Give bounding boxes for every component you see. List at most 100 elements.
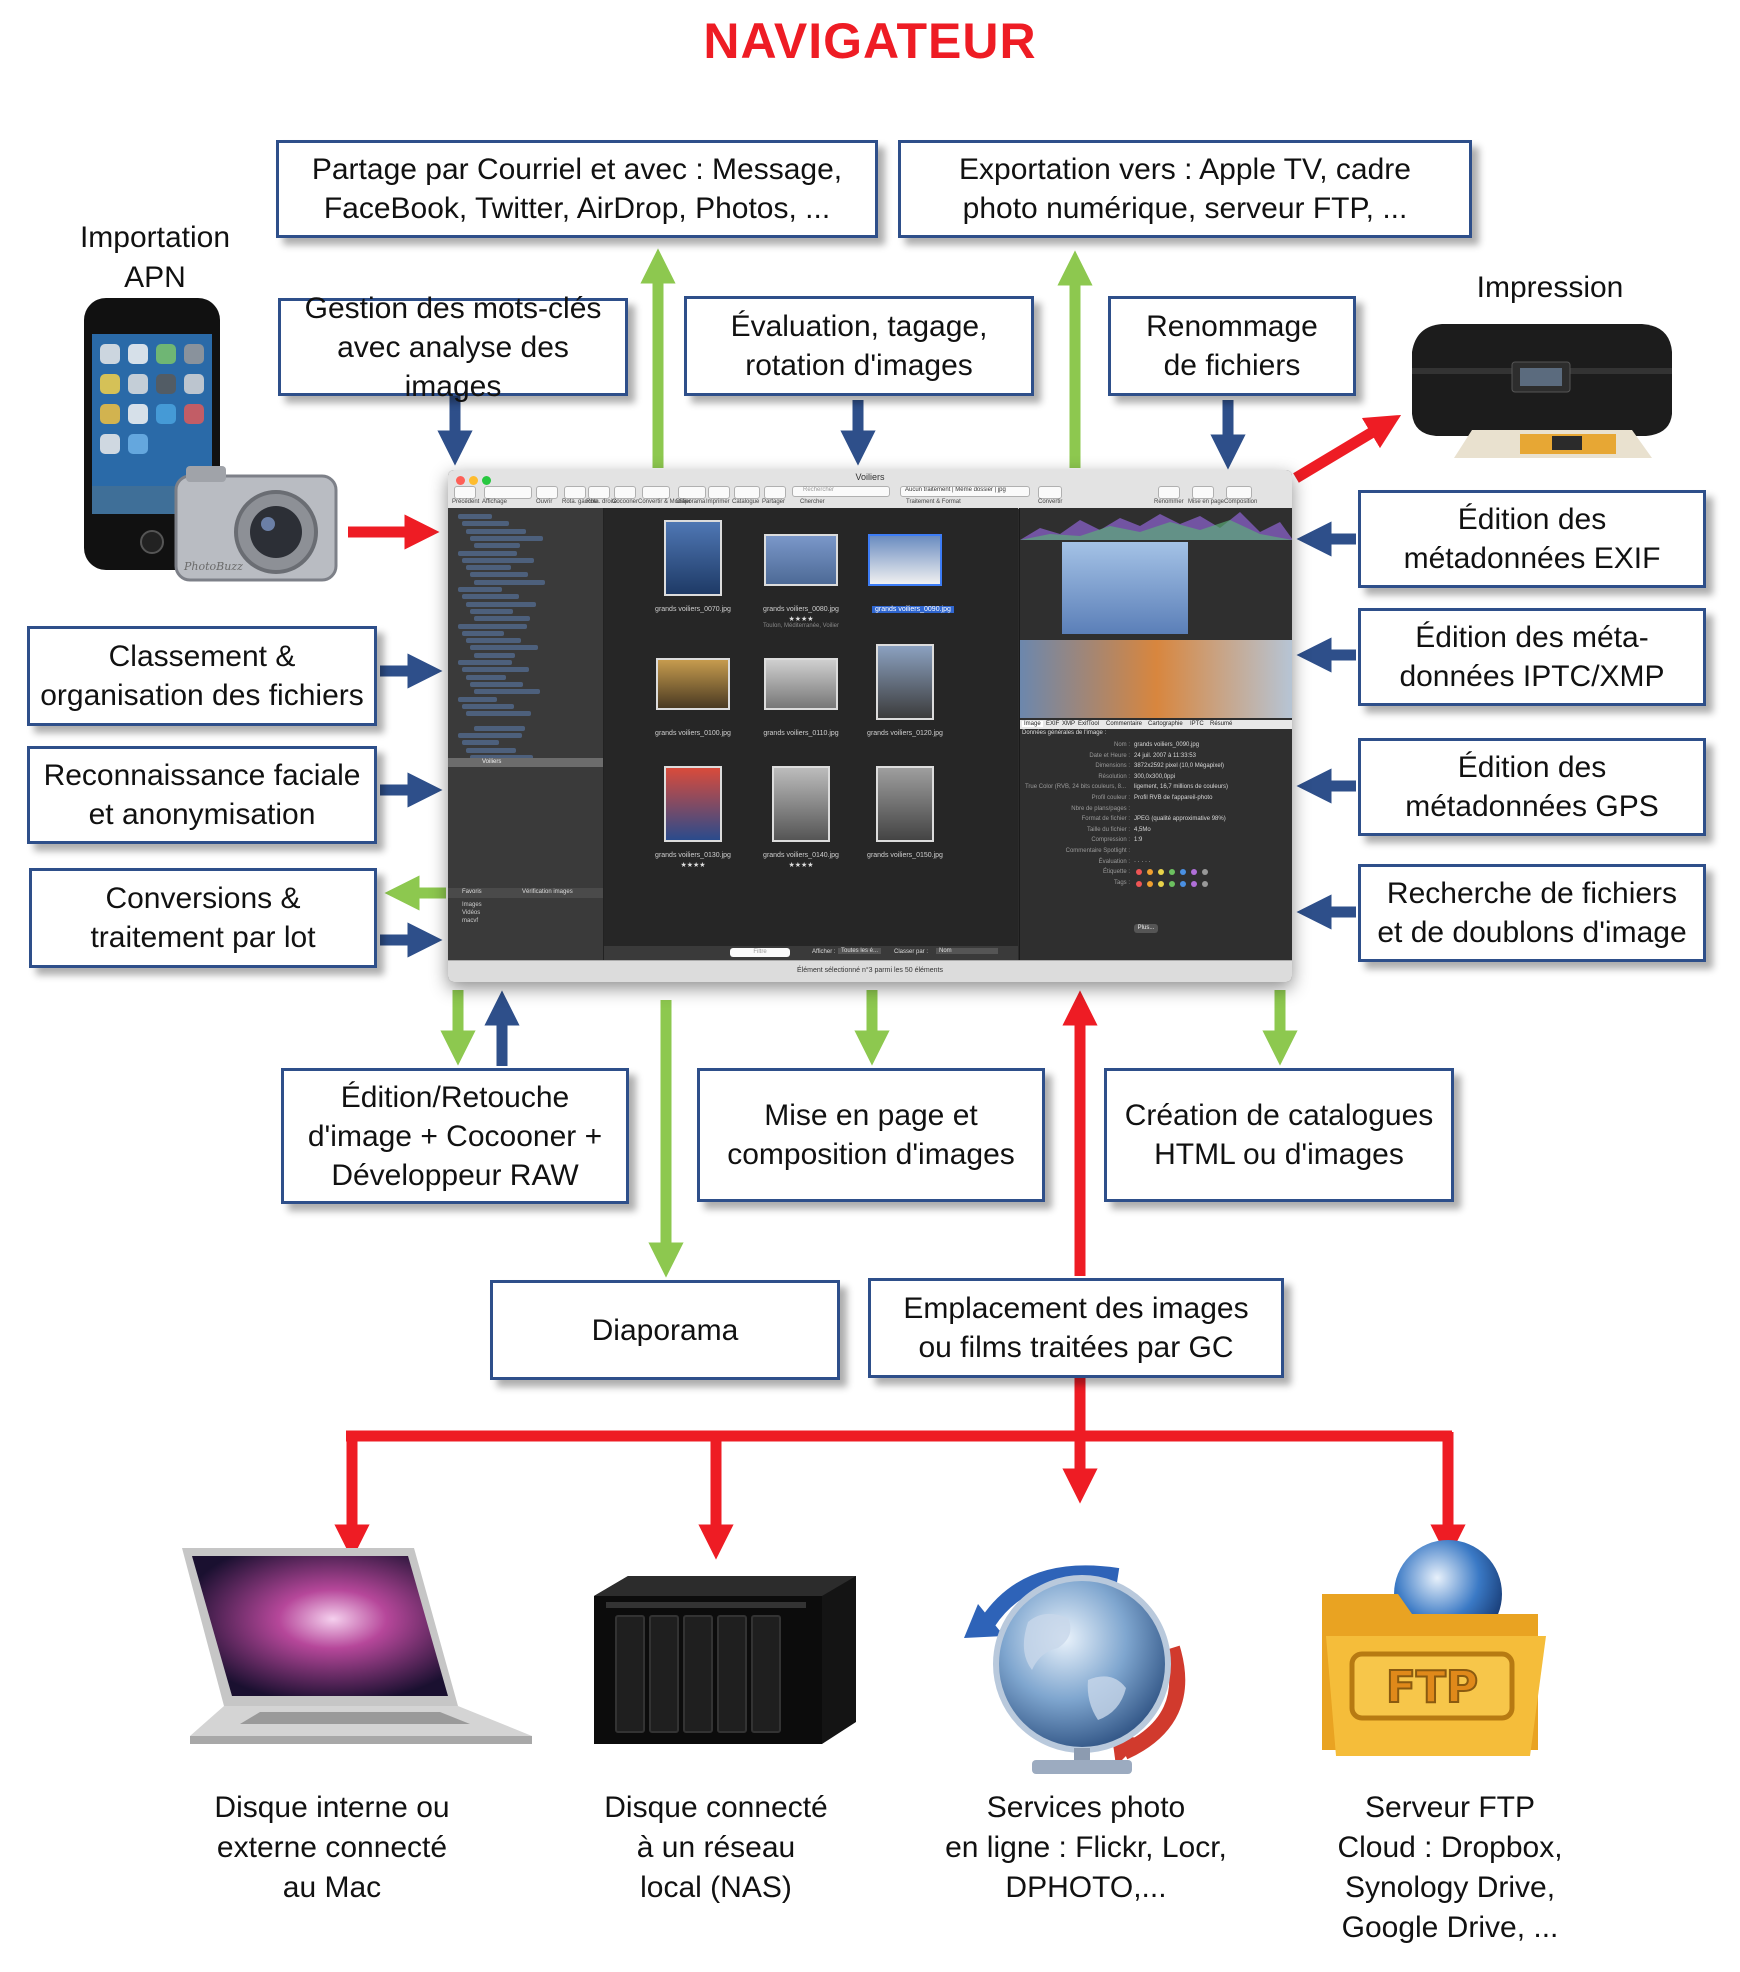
close-icon[interactable] [456, 476, 465, 485]
sidebar-folder[interactable] [462, 594, 519, 600]
sidebar-folder[interactable] [458, 550, 517, 556]
metadata-value[interactable]: 24 juil. 2007 à 11:33:53 [1134, 752, 1196, 759]
color-label-dot[interactable] [1169, 881, 1175, 887]
inspector-tab[interactable]: ExifTool [1078, 721, 1100, 727]
sidebar-folder[interactable] [458, 587, 502, 592]
color-label-dot[interactable] [1202, 881, 1208, 887]
thumbnail-image[interactable] [764, 658, 838, 710]
inspector-tab[interactable]: XMP [1062, 721, 1076, 727]
thumbnail-image[interactable] [868, 534, 942, 586]
color-label-dot[interactable] [1202, 869, 1208, 875]
metadata-value[interactable]: 1:9 [1134, 837, 1143, 844]
color-label-dot[interactable] [1136, 869, 1142, 875]
filter-field[interactable]: Filtre [730, 948, 790, 957]
sidebar-folder[interactable] [466, 528, 526, 534]
traitement-select[interactable]: Aucun traitement | Même dossier | jpg [900, 486, 1030, 497]
catalog-button[interactable] [734, 486, 760, 499]
afficher-select[interactable]: Toutes les é... [838, 948, 882, 954]
thumbnail-image[interactable] [772, 766, 830, 842]
color-label-dot[interactable] [1147, 869, 1153, 875]
color-label-dot[interactable] [1169, 869, 1175, 875]
sidebar-folder[interactable] [470, 681, 523, 687]
color-label-dot[interactable] [1136, 881, 1142, 887]
metadata-value[interactable]: 4,5Mo [1134, 826, 1151, 833]
inspector-tab[interactable]: Commentaire [1106, 721, 1143, 727]
sidebar-folder[interactable] [470, 608, 513, 614]
tab-verification[interactable]: Vérification images [522, 889, 573, 895]
metadata-value[interactable]: 300,0x300,0ppi [1134, 773, 1176, 780]
sidebar-folder[interactable] [462, 557, 534, 563]
sidebar-folder[interactable] [458, 514, 492, 519]
color-label-dot[interactable] [1158, 869, 1164, 875]
color-label-dot[interactable] [1191, 881, 1197, 887]
color-label-dot[interactable] [1191, 869, 1197, 875]
print-button[interactable] [708, 486, 730, 499]
thumbnail-image[interactable] [664, 520, 722, 596]
sidebar-folder[interactable] [474, 725, 525, 731]
sidebar-folder[interactable] [458, 733, 522, 738]
metadata-value[interactable]: ligement, 16,7 millions de couleurs) [1134, 784, 1229, 791]
color-label-dot[interactable] [1158, 881, 1164, 887]
convert-button[interactable] [642, 486, 670, 499]
sidebar-folder[interactable] [466, 601, 536, 607]
sidebar-folder[interactable] [462, 521, 509, 527]
metadata-value[interactable]: JPEG (qualité approximative 98%) [1134, 816, 1226, 823]
sidebar-folder[interactable] [462, 667, 529, 673]
color-label-dot[interactable] [1180, 869, 1186, 875]
sidebar-folder[interactable] [458, 660, 512, 665]
favorite-videos[interactable]: Vidéos [462, 910, 481, 916]
rename-button[interactable] [1158, 486, 1180, 499]
sidebar-folder[interactable] [470, 572, 528, 578]
convertir-button[interactable] [1038, 486, 1062, 499]
sidebar-folder[interactable] [462, 740, 499, 746]
sidebar-folder[interactable] [470, 645, 538, 651]
sidebar-folder[interactable] [466, 638, 521, 644]
layout-button[interactable] [1192, 486, 1214, 499]
favorite-macvf[interactable]: macvf [462, 918, 479, 924]
inspector-tab[interactable]: IPTC [1190, 721, 1204, 727]
thumbnail-image[interactable] [764, 534, 838, 586]
metadata-value[interactable]: · · · · · [1134, 858, 1151, 865]
favorite-images[interactable]: Images [462, 902, 482, 908]
rotate-left-button[interactable] [564, 486, 586, 499]
tab-favoris[interactable]: Favoris [462, 889, 482, 895]
inspector-tab[interactable]: Image [1022, 721, 1043, 727]
sidebar-folder[interactable] [474, 652, 515, 658]
metadata-value[interactable]: 3872x2592 pixel (10,0 Mégapixel) [1134, 763, 1225, 770]
sidebar-folder[interactable] [466, 674, 506, 680]
cocooner-button[interactable] [614, 486, 636, 499]
slideshow-button[interactable] [678, 486, 706, 499]
thumbnail-image[interactable] [656, 658, 730, 710]
sidebar-folder[interactable] [466, 711, 531, 717]
rotate-right-button[interactable] [588, 486, 610, 499]
sidebar-folder[interactable] [474, 543, 520, 549]
back-button[interactable] [454, 486, 476, 499]
metadata-value[interactable]: Profil RVB de l'appareil-photo [1134, 795, 1213, 801]
sidebar-folder[interactable] [458, 623, 527, 629]
composition-button[interactable] [1226, 486, 1252, 499]
search-field[interactable]: Rechercher [792, 486, 890, 497]
sidebar-folder[interactable] [462, 630, 504, 636]
color-label-dot[interactable] [1147, 881, 1153, 887]
color-label-dot[interactable] [1180, 881, 1186, 887]
sidebar-folder[interactable] [474, 616, 530, 622]
minimize-icon[interactable] [469, 476, 478, 485]
view-button[interactable] [484, 486, 532, 499]
inspector-tab[interactable]: EXIF [1046, 721, 1060, 727]
thumbnail-image[interactable] [876, 766, 934, 842]
open-button[interactable] [536, 486, 558, 499]
classer-select[interactable]: Nom [936, 948, 998, 954]
sidebar-folder[interactable] [470, 535, 543, 541]
thumbnail-image[interactable] [876, 644, 934, 720]
sidebar-item-voiliers[interactable]: Voiliers [448, 758, 603, 767]
sidebar-folder[interactable] [470, 754, 533, 760]
sidebar-folder[interactable] [458, 696, 497, 702]
metadata-value[interactable]: grands voiliers_0090.jpg [1134, 742, 1200, 748]
sidebar-folder[interactable] [466, 565, 511, 571]
sidebar-folder[interactable] [474, 689, 540, 695]
sidebar-folder[interactable] [474, 579, 545, 585]
zoom-icon[interactable] [482, 476, 491, 485]
inspector-tab[interactable]: Résumé [1210, 721, 1233, 727]
plus-button[interactable]: Plus... [1134, 924, 1158, 933]
sidebar-folder[interactable] [466, 747, 516, 753]
